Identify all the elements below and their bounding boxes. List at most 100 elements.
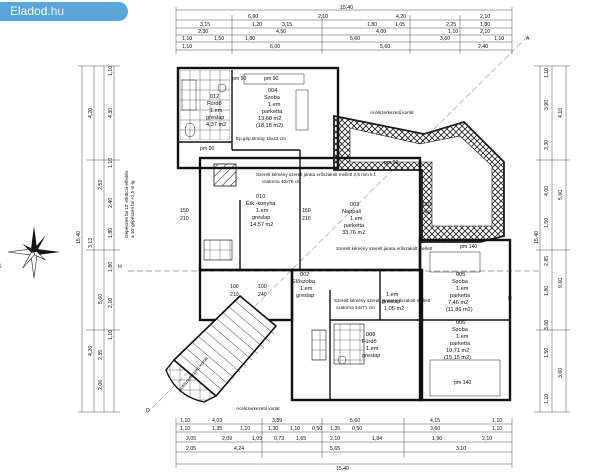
right-dim: 1,50 [544, 218, 550, 228]
right-dim: 1,80 [544, 286, 550, 296]
top-dim: 1,80 [245, 36, 255, 42]
bottom-dim: 1,09 [252, 436, 262, 442]
chimney-note-3b: csatorna 34x71 cm [336, 305, 375, 310]
room-010-label: 010 Étk.-konyha 1.em greslap 14,57 m2 [246, 194, 276, 228]
room-id: 004 [268, 88, 277, 94]
left-dim: 4,20 [88, 108, 94, 118]
left-dim: 1,10 [108, 158, 114, 168]
interior-walls [178, 70, 510, 400]
top-dim: 1,10 [448, 29, 458, 35]
room-name: Szoba [452, 279, 469, 285]
bottom-dim: 1,10 [492, 418, 502, 424]
plan-notes: Ep.gép.strang 15x43 cm Szerelt kémény sz… [236, 136, 433, 310]
room-floor: 1.em [210, 108, 223, 114]
bottom-dim: 3,89 [272, 418, 282, 424]
door-label-pm: pm 140 [454, 380, 471, 386]
bottom-dim: 2,10 [482, 436, 492, 442]
top-dim: 4,00 [376, 29, 386, 35]
bottom-dim: 2,09 [222, 436, 232, 442]
room-floor: 1.em [300, 286, 313, 292]
bottom-dim: 3,10 [456, 446, 466, 452]
bottom-dim: 1,10 [240, 426, 250, 432]
room-003-label: 003 Nappali 1.em parketta 33,76 m2 [342, 202, 365, 236]
room-area-alt: (11,86 m2) [446, 307, 473, 313]
left-dim: 1,10 [108, 66, 114, 76]
top-dim: 2,10 [318, 14, 328, 20]
right-dim: 1,10 [544, 68, 550, 78]
room-area: 33,76 m2 [342, 230, 365, 236]
top-dim: 1,10 [494, 36, 504, 42]
right-dim: 1,50 [544, 348, 550, 358]
room-material: greslap [362, 353, 380, 359]
door-label-pm: pm 90 [200, 146, 215, 152]
bottom-dim: 4,03 [212, 418, 222, 424]
room-006-label: 006 Szoba 1.em parketta 10,71 m2 (15,15 … [444, 320, 471, 361]
top-dimensions: 15,40 6,90 2,10 4,20 2,10 3,15 1,20 3,15… [175, 5, 513, 54]
right-dim-total: 15,40 [534, 231, 540, 244]
right-dim: 1,10 [544, 394, 550, 404]
compass-rose-icon: É [0, 226, 60, 279]
left-dim: 2,06 [98, 380, 104, 390]
bottom-dim-total: 15,40 [336, 466, 349, 472]
top-dim: 1,10 [182, 44, 192, 50]
room-area-alt: (18,18 m2) [256, 123, 283, 129]
section-label-a: A [526, 36, 530, 42]
left-dimensions: 1,10 4,30 4,20 1,10 2,52 2,40 1,80 3,13 … [76, 66, 135, 413]
bottom-dim: 1,10 [180, 426, 190, 432]
top-dim: 4,50 [276, 29, 286, 35]
room-id: 003 [350, 202, 359, 208]
door-labels: pm 90 pm 90 pm 90 pm 90 pm 140 pm 140 15… [180, 76, 477, 386]
logo-main: Eladod [10, 4, 48, 18]
room-area: 4,37 m2 [206, 122, 226, 128]
left-dim: 1,80 [108, 262, 114, 272]
room-area: 14,57 m2 [250, 222, 273, 228]
door-label: 150 [180, 208, 189, 214]
terrace-rail-note: Acélszerkezetű korlát [370, 110, 414, 115]
top-dim: 5,60 [350, 36, 360, 42]
right-dim: 5,60 [558, 190, 564, 200]
top-dim: 5,60 [380, 44, 390, 50]
bottom-dim: 2,05 [186, 436, 196, 442]
left-dim: 3,13 [88, 238, 94, 248]
room-material: parketta [344, 223, 365, 229]
room-name: Szoba [452, 327, 469, 333]
room-id: 002 [300, 272, 309, 278]
bottom-dim: 5,65 [330, 446, 340, 452]
top-dim: 1,80 [367, 22, 377, 28]
bathroom-012-tiles [180, 70, 230, 140]
room-id: 010 [256, 194, 265, 200]
top-dim: 6,90 [248, 14, 258, 20]
door-label-pm: pm 140 [460, 244, 477, 250]
room-area: 10,71 m2 [446, 348, 469, 354]
bottom-dim: 4,24 [234, 446, 244, 452]
room-hall-label: 1.em greslap 1,05 m2 [382, 292, 404, 312]
top-dim: 1,20 [252, 22, 262, 28]
site-logo[interactable]: Eladod.hu [0, 2, 128, 21]
top-dim: 2,30 [198, 29, 208, 35]
room-name: Nappali [342, 209, 361, 215]
chimney-note-2: Szerelt kémény szerelt járata erőszakolt… [336, 246, 433, 251]
room-floor: 1.em [256, 208, 269, 214]
bottom-dim: 1,10 [180, 418, 190, 424]
left-dim: 2,10 [108, 298, 114, 308]
right-dim: 4,00 [544, 186, 550, 196]
right-dim: 3,60 [558, 368, 564, 378]
staircase: Acélszerkezetű korlát Acélszerkezetű kor… [165, 294, 280, 411]
bottom-dim: 5,60 [350, 418, 360, 424]
room-area: 13,68 m2 [258, 116, 281, 122]
bottom-dim: 1,10 [290, 426, 300, 432]
room-008-label: 008 Fürdő 1.em greslap [362, 332, 380, 359]
bottom-dim: 0,50 [352, 426, 362, 432]
bottom-dim: 1,35 [330, 426, 340, 432]
room-floor: 1.em [386, 292, 399, 298]
top-dim: 1,05 [395, 22, 405, 28]
compass-label: É [0, 263, 2, 270]
door-label-pm: pm 90 [232, 76, 247, 82]
room-material: greslap [206, 115, 224, 121]
section-label-d: D [146, 408, 150, 414]
left-dim: 5,60 [98, 294, 104, 304]
right-dim: 3,30 [544, 140, 550, 150]
right-dimensions: 1,10 3,90 4,10 3,30 4,00 1,50 2,85 1,80 … [534, 65, 570, 413]
logo-suffix: .hu [47, 4, 65, 18]
chimney-note-1b: csatorna 40x79 cm [262, 179, 301, 184]
